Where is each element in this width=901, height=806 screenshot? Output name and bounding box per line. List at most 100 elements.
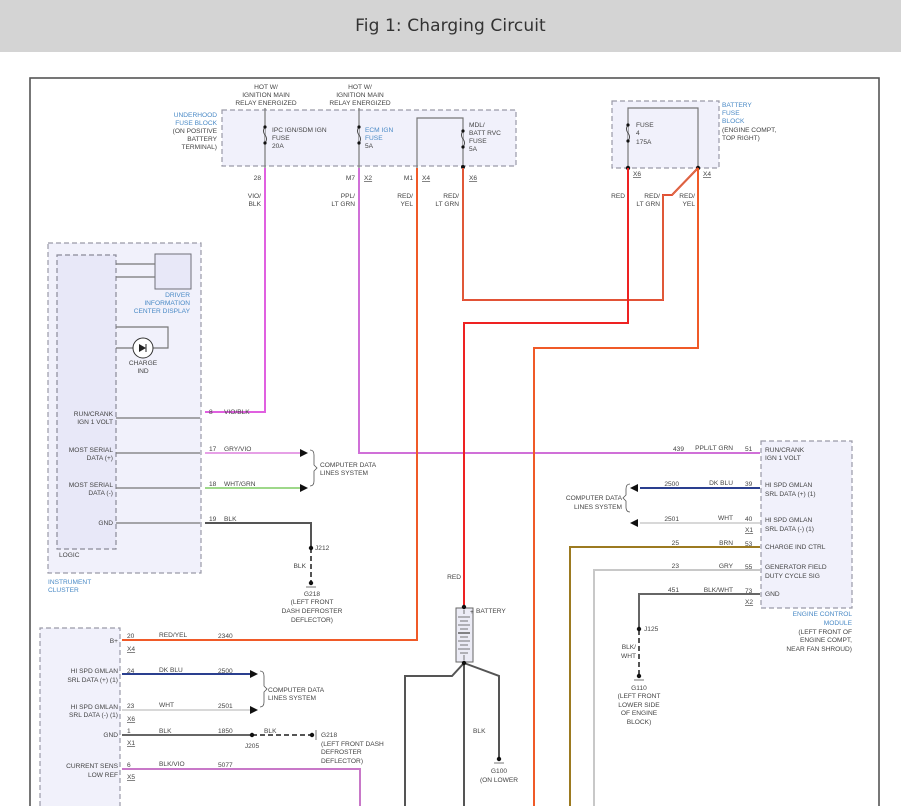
- fuse-terminal: [461, 145, 465, 149]
- ecm-pin-5-l2: DUTY CYCLE SIG: [765, 573, 820, 580]
- fuse-2-l2: FUSE: [365, 135, 383, 142]
- wire-red: RED: [611, 193, 625, 200]
- ipc-pin-1-l2: IGN 1 VOLT: [77, 419, 113, 426]
- splice-j125-label: J125: [644, 626, 659, 633]
- fuse-1-l1: IPC IGN/SDM IGN: [272, 127, 327, 134]
- fuse-icon: [461, 130, 465, 148]
- ipc-wire-gry-vio: GRY/VIO: [224, 446, 251, 453]
- g218-l1: G218: [304, 591, 320, 598]
- ecm-pin-3-l1: HI SPD GMLAN: [765, 517, 813, 524]
- wire-red-battery: [463, 168, 629, 608]
- underhood-name-2: FUSE BLOCK: [175, 120, 217, 127]
- ecm-splice-wire-2: WHT: [621, 653, 636, 660]
- lm-pin-3-l2: SRL DATA (-) (1): [69, 712, 118, 719]
- wire-blk-neg-3: [463, 662, 500, 758]
- lm-pin-1: 1: [127, 728, 131, 735]
- fuse-3-l2: BATT RVC: [469, 130, 501, 137]
- fuse-terminal: [626, 123, 630, 127]
- hot-ign-1-l1: HOT W/: [254, 84, 278, 91]
- lm-circuit-5077: 5077: [218, 762, 233, 769]
- battery-fuse-block: FUSE 4 175A BATTERY FUSE BLOCK (ENGINE C…: [611, 100, 776, 208]
- brace: [622, 483, 631, 513]
- lm-data-lines-2: LINES SYSTEM: [268, 695, 316, 702]
- fuse-2-l3: 5A: [365, 143, 374, 150]
- connector-x4: X4: [422, 175, 430, 182]
- plus-sign: +: [470, 609, 474, 616]
- lm-circuit-2501: 2501: [218, 703, 233, 710]
- lm-pin-24: 24: [127, 668, 135, 675]
- fuse-3-l4: 5A: [469, 146, 478, 153]
- ipc-wire-blk: BLK: [224, 516, 237, 523]
- lm-circuit-1850: 1850: [218, 728, 233, 735]
- ecm-pin-53: 53: [745, 541, 753, 548]
- ecm-loc-1: (LEFT FRONT OF: [798, 629, 852, 636]
- charge-ind-l2: IND: [137, 368, 149, 375]
- brace: [259, 670, 268, 708]
- wire-vio-blk-2: BLK: [249, 201, 262, 208]
- underhood-loc-2: BATTERY: [187, 136, 217, 143]
- lm-wire-blk: BLK: [159, 728, 172, 735]
- lm-g218-l3: DEFROSTER: [321, 749, 362, 756]
- g218-l3: DASH DEFROSTER: [282, 608, 343, 615]
- connector-x6: X6: [633, 171, 641, 178]
- ecm-name-1: ENGINE CONTROL: [793, 611, 853, 618]
- lm-connector-x4: X4: [127, 646, 135, 653]
- ipc-name-2: CLUSTER: [48, 587, 79, 594]
- pin-28: 28: [254, 175, 262, 182]
- ecm-data-lines-2: LINES SYSTEM: [574, 504, 622, 511]
- lm-wire-red-yel: RED/YEL: [159, 632, 188, 639]
- fuse-terminal: [626, 139, 630, 143]
- lm-g218-l4: DEFLECTOR): [321, 758, 363, 765]
- batt-fuse-name-3: BLOCK: [722, 118, 745, 125]
- fuse-terminal: [357, 141, 361, 145]
- ecm-pin-40: 40: [745, 516, 753, 523]
- arrow-icon: [300, 484, 308, 492]
- charge-ind-l1: CHARGE: [129, 360, 158, 367]
- battery-wire-red: RED: [447, 574, 461, 581]
- wires: [122, 167, 760, 806]
- lm-pin-23: 23: [127, 703, 135, 710]
- ground-icon: [636, 673, 642, 679]
- ecm-pin-3-l2: SRL DATA (-) (1): [765, 526, 814, 533]
- ecm-wire-wht: WHT: [718, 515, 733, 522]
- ecm-data-lines-1: COMPUTER DATA: [566, 495, 623, 502]
- ecm-pin-55: 55: [745, 564, 753, 571]
- splice-wire-blk: BLK: [294, 563, 307, 570]
- wire-ltgrn-stripe: [462, 167, 699, 301]
- wire-red-ltgrn-2: LT GRN: [636, 201, 660, 208]
- figure-header: Fig 1: Charging Circuit: [0, 0, 901, 52]
- ipc-pin-num-17: 17: [209, 446, 217, 453]
- ground-icon: [308, 580, 314, 586]
- ecm-circuit-25: 25: [672, 540, 680, 547]
- underhood-loc-3: TERMINAL): [181, 144, 217, 151]
- fuse-icon: [357, 126, 361, 144]
- ecm-loc-3: NEAR FAN SHROUD): [786, 646, 852, 653]
- wire-ppl-ltgrn-1: PPL/: [341, 193, 355, 200]
- fuse-terminal: [263, 125, 267, 129]
- ecm-name-2: MODULE: [824, 620, 853, 627]
- hot-ign-2-l2: IGNITION MAIN: [336, 92, 384, 99]
- battery: RED + BATTERY BLK G100 (ON LOWER: [447, 574, 518, 784]
- connector-x6: X6: [469, 175, 477, 182]
- arrow-icon: [630, 484, 638, 492]
- lm-connector-x1: X1: [127, 740, 135, 747]
- g100-l1: G100: [491, 768, 507, 775]
- ipc-wire-wht-grn: WHT/GRN: [224, 481, 256, 488]
- wire-red-yel-2: YEL: [401, 201, 414, 208]
- dic-l1: DRIVER: [165, 292, 190, 299]
- ecm-circuit-2500: 2500: [664, 481, 679, 488]
- ipc-pin-4-l1: GND: [98, 520, 113, 527]
- ecm-circuit-451: 451: [668, 587, 679, 594]
- ecm-pin-1-l1: RUN/CRANK: [765, 447, 805, 454]
- lm-pin-5-l2: LOW REF: [88, 772, 118, 779]
- lm-pin-6: 6: [127, 762, 131, 769]
- ecm-wire-gry: GRY: [719, 563, 734, 570]
- instrument-cluster: LOGIC INSTRUMENT CLUSTER DRIVER INFORMAT…: [47, 242, 377, 624]
- ecm-pin-2-l1: HI SPD GMLAN: [765, 482, 813, 489]
- g110-l3: LOWER SIDE: [618, 702, 660, 709]
- ecm-pin-73: 73: [745, 588, 753, 595]
- splice-j125: [636, 626, 642, 632]
- g110-l5: BLOCK): [627, 719, 652, 726]
- batt-fuse-name-2: FUSE: [722, 110, 740, 117]
- ecm-circuit-439: 439: [673, 446, 684, 453]
